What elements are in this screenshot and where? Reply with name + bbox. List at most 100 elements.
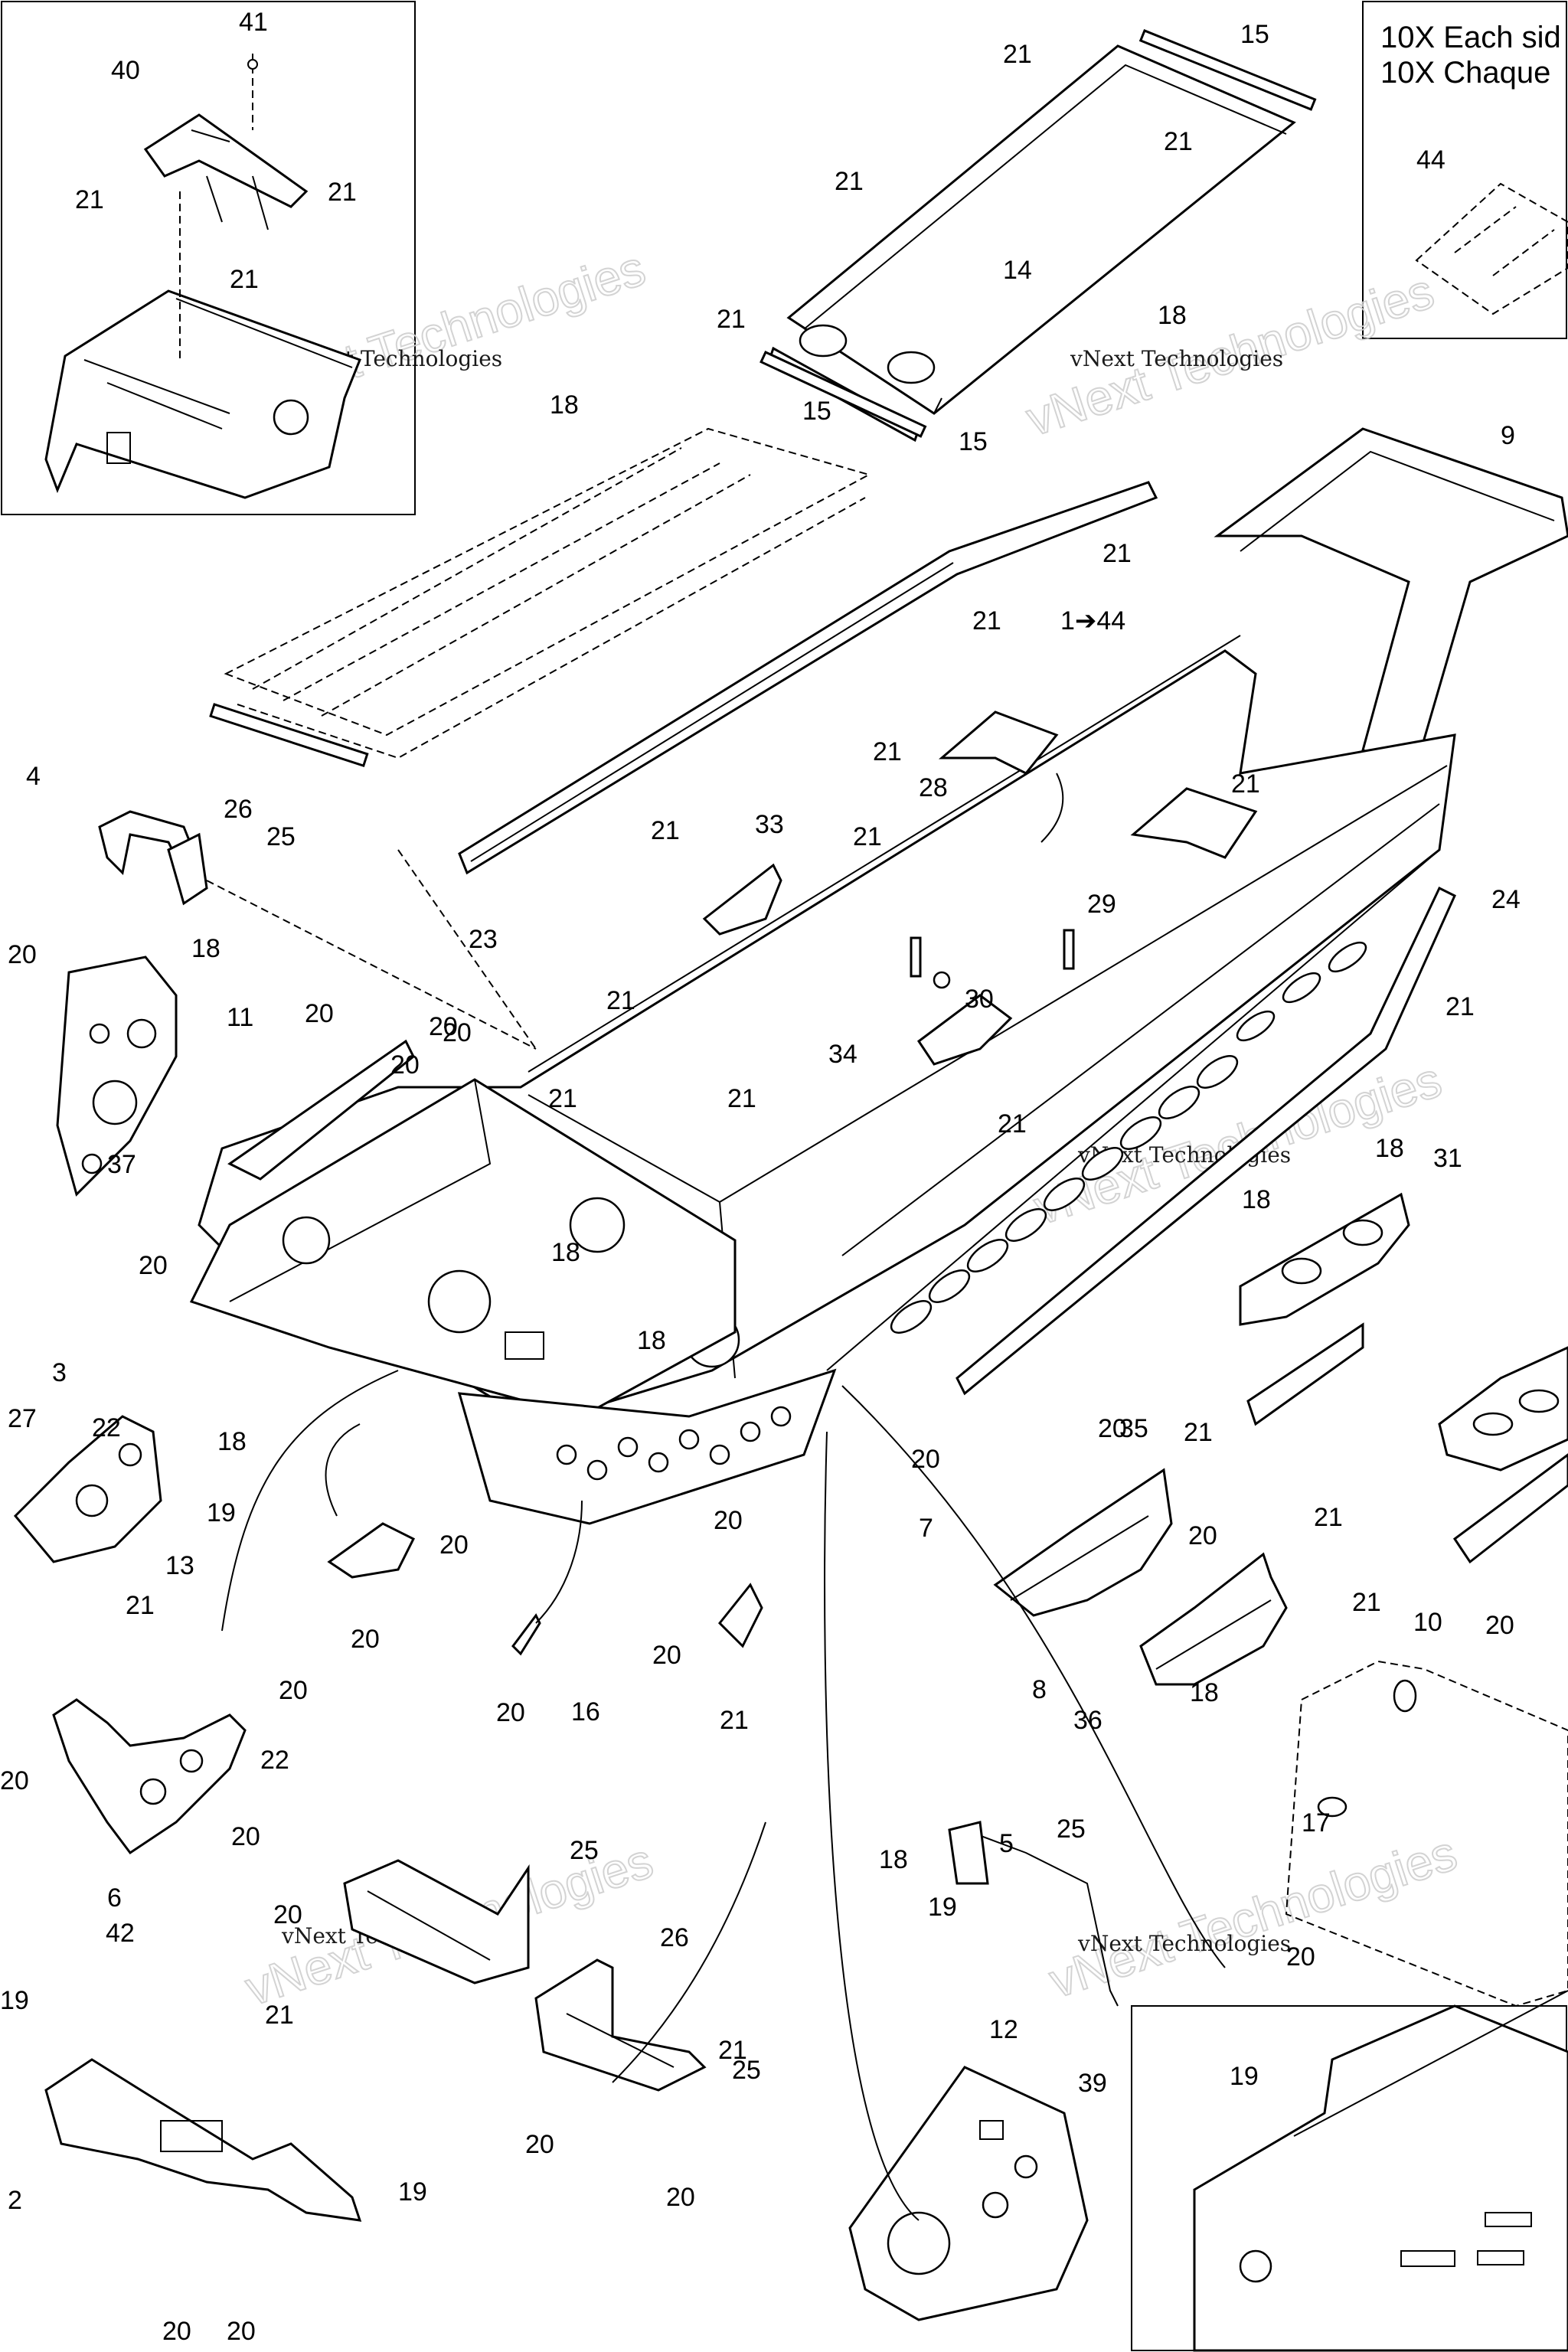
callout-label: 4 — [26, 762, 41, 791]
callout-label: 20 — [390, 1050, 420, 1080]
callout-label: 18 — [191, 934, 220, 963]
part-16-bracket — [343, 1859, 530, 1984]
callout-label: 25 — [1057, 1815, 1086, 1844]
callout-label: 41 — [239, 8, 268, 37]
part-34-bracket — [916, 994, 1013, 1066]
callout-label: 42 — [106, 1919, 135, 1948]
callout-label: 25 — [732, 2056, 761, 2085]
part-30-stud — [910, 936, 922, 978]
callout-label: 20 — [714, 1506, 743, 1535]
callout-label: 20 — [911, 1445, 940, 1474]
part-28-bracket — [938, 710, 1059, 775]
callout-label: 19 — [1230, 2062, 1259, 2091]
callout-label: 21 — [1164, 127, 1193, 156]
callout-label: 21 — [853, 822, 882, 851]
callout-label: 19 — [398, 2177, 427, 2207]
part-3-bracket — [13, 1415, 162, 1563]
callout-label: 20 — [525, 2130, 554, 2159]
part-31-bracket — [1239, 1192, 1410, 1326]
part-15-rail-left — [209, 703, 369, 768]
callout-label: 19 — [207, 1498, 236, 1527]
callout-label: 21 — [835, 167, 864, 196]
part-7-bracket — [993, 1468, 1173, 1617]
callout-label: 44 — [1416, 145, 1446, 175]
watermark-small: vNext Technologies — [1070, 346, 1283, 371]
callout-label: 21 — [126, 1591, 155, 1620]
callout-label: 8 — [1032, 1675, 1047, 1704]
tunnel-slots — [890, 941, 1367, 1334]
callout-label: 18 — [1158, 301, 1187, 330]
part-5-handle — [964, 1829, 1119, 2007]
callout-label: 20 — [652, 1641, 681, 1670]
part-33-bracket — [702, 863, 782, 936]
callout-label: 21 — [972, 606, 1001, 635]
part-23-rail — [458, 481, 1158, 875]
callout-label: 22 — [260, 1746, 289, 1775]
callout-label: 9 — [1501, 421, 1515, 450]
callout-label: 20 — [139, 1251, 168, 1280]
callout-label: 19 — [928, 1893, 957, 1922]
callout-label: 21 — [328, 178, 357, 207]
callout-label: 21 — [1184, 1418, 1213, 1447]
callout-label: 1➔44 — [1060, 606, 1125, 635]
callout-label: 20 — [443, 1018, 472, 1047]
callout-label: 21 — [720, 1706, 749, 1735]
part-15-rail-top — [1138, 29, 1317, 111]
callout-label: 26 — [224, 795, 253, 824]
callout-label: 39 — [1078, 2069, 1107, 2098]
callout-label: 21 — [230, 265, 259, 294]
inset-frame-top-left — [1, 1, 416, 515]
callout-label: 15 — [802, 397, 831, 426]
callout-label: 20 — [1188, 1521, 1217, 1550]
callout-label: 20 — [162, 2317, 191, 2346]
callout-label: 13 — [165, 1551, 194, 1580]
callout-label: 21 — [718, 2036, 747, 2065]
inset-frame-top-right — [1362, 1, 1567, 339]
callout-label: 17 — [1302, 1808, 1331, 1838]
callout-label: 20 — [1485, 1611, 1514, 1640]
callout-label: 12 — [989, 2015, 1018, 2044]
callout-label: 21 — [717, 305, 746, 334]
callout-label: 21 — [1102, 539, 1132, 568]
callout-label: 18 — [1190, 1678, 1219, 1707]
quantity-note: 10X Each sid 10X Chaque — [1380, 21, 1561, 90]
part-36-bar — [1452, 1453, 1568, 1564]
callout-label: 21 — [727, 1084, 756, 1113]
callout-label: 21 — [651, 816, 680, 845]
callout-label: 15 — [959, 427, 988, 456]
callout-label: 20 — [305, 999, 334, 1028]
callout-label: 21 — [265, 2001, 294, 2030]
part-13-cover — [327, 1522, 416, 1579]
callout-label: 21 — [1352, 1588, 1381, 1617]
callout-label: 21 — [1446, 992, 1475, 1021]
part-10-bracket — [52, 1698, 247, 1855]
callout-label: 29 — [1087, 890, 1116, 919]
callout-label: 18 — [637, 1326, 666, 1355]
part-17-bracket — [534, 1958, 707, 2092]
callout-label: 6 — [107, 1883, 122, 1913]
part-4-mount — [167, 832, 208, 906]
part-24-rail — [956, 886, 1456, 1396]
part-44-panel — [1415, 182, 1568, 315]
callout-label: 30 — [965, 985, 994, 1014]
part-30-stud — [1063, 929, 1075, 970]
callout-label: 20 — [429, 1012, 458, 1041]
callout-label: 19 — [0, 1986, 29, 2015]
watermark-small: vNext Technologies — [1077, 1931, 1291, 1956]
callout-label: 18 — [1375, 1134, 1404, 1163]
callout-label: 35 — [1119, 1414, 1148, 1443]
part-5-mount — [948, 1821, 989, 1885]
callout-label: 21 — [1003, 40, 1032, 69]
part-37-bracket — [227, 1039, 415, 1181]
callout-label: 10 — [1413, 1608, 1442, 1637]
part-2-rail — [44, 2058, 362, 2222]
callout-label: 18 — [879, 1845, 908, 1874]
part-35-bracket — [1246, 1322, 1364, 1426]
note-line-fr: 10X Chaque — [1380, 56, 1550, 90]
callout-label: 21 — [998, 1109, 1027, 1138]
callout-label: 23 — [469, 925, 498, 954]
callout-label: 20 — [231, 1822, 260, 1851]
part-42-clip — [511, 1613, 541, 1656]
top-left-panel — [44, 191, 361, 499]
callout-label: 37 — [107, 1150, 136, 1179]
